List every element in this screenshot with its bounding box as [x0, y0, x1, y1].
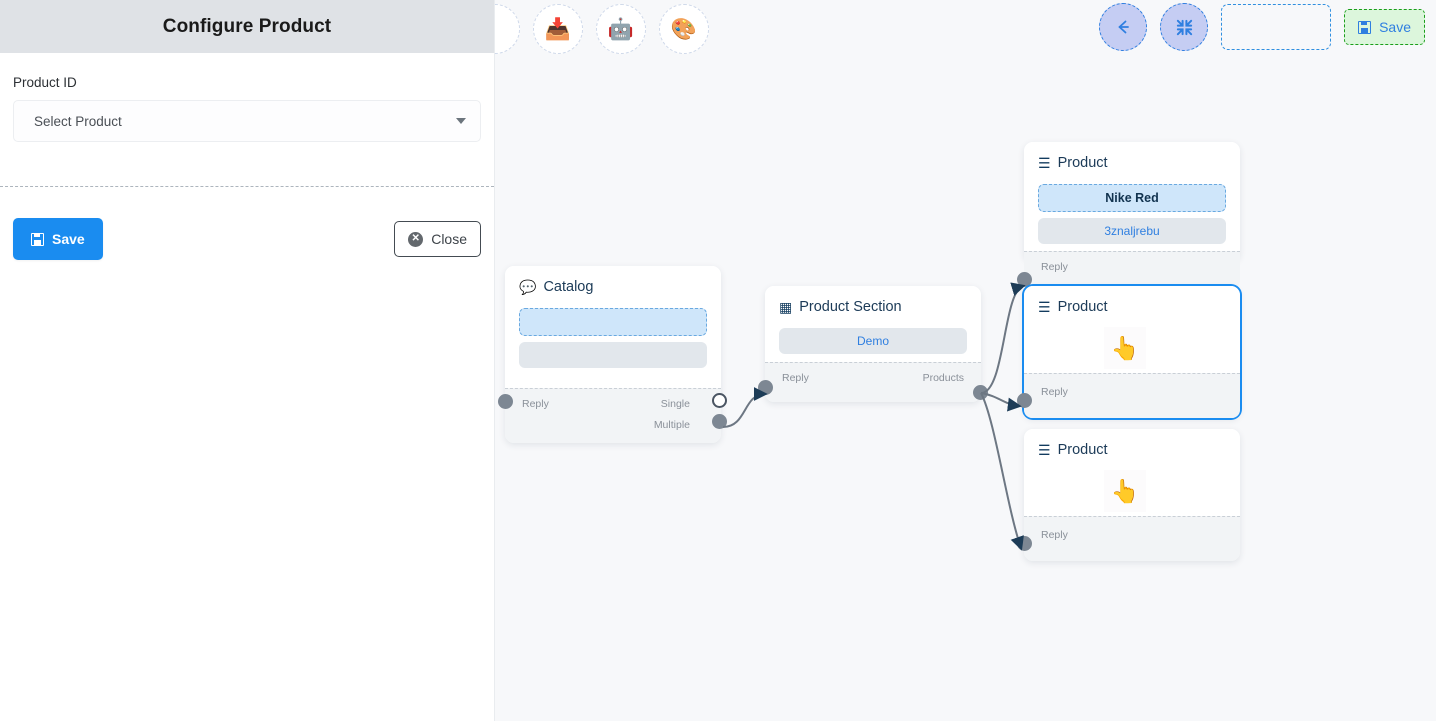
save-button-label: Save — [52, 231, 85, 247]
product-1-reply-port-label: Reply — [1041, 261, 1068, 273]
product-select[interactable]: Select Product — [13, 100, 481, 142]
list-lines-icon: ☰ — [1038, 299, 1051, 315]
pointer-cursor-icon: 👆 — [1104, 327, 1146, 369]
canvas-toolbar-left: 📥 🤖 🎨 — [495, 4, 709, 54]
node-catalog[interactable]: 💬 Catalog Reply Single Multiple — [498, 266, 727, 443]
node-product-section-title-text: Product Section — [799, 299, 902, 315]
configure-product-panel: Configure Product Product ID Select Prod… — [0, 0, 495, 721]
grid-table-icon: ▦ — [779, 299, 793, 315]
back-button[interactable] — [1099, 3, 1148, 51]
edge-section-to-product-3 — [980, 392, 1024, 551]
node-product-3[interactable]: ☰ Product 👆 Reply — [1017, 429, 1240, 561]
node-catalog-body: 💬 Catalog — [505, 266, 721, 388]
node-product-3-title-text: Product — [1057, 442, 1108, 458]
section-products-port[interactable] — [973, 385, 988, 400]
canvas-save-label: Save — [1379, 19, 1411, 35]
node-product-2-title-text: Product — [1057, 299, 1108, 315]
catalog-message-chip[interactable] — [519, 308, 707, 336]
node-product-1-title-text: Product — [1057, 155, 1108, 171]
palette-icon: 🎨 — [670, 17, 698, 41]
circle-x-icon: ✕ — [408, 231, 424, 247]
product-2-reply-port[interactable] — [1017, 393, 1032, 408]
canvas-save-button[interactable]: Save — [1344, 9, 1425, 45]
node-product-1-title: ☰ Product — [1038, 155, 1226, 171]
panel-header: Configure Product — [0, 0, 494, 53]
canvas-toolbar-right: Save — [1099, 3, 1425, 51]
tray-stack-tool-button[interactable]: 📥 — [533, 4, 583, 54]
catalog-single-port-label: Single — [660, 398, 690, 410]
product-1-name-chip[interactable]: Nike Red — [1038, 184, 1226, 212]
pointer-cursor-icon: 👆 — [1104, 470, 1146, 512]
section-reply-port[interactable] — [758, 380, 773, 395]
catalog-single-port[interactable] — [712, 393, 727, 408]
robot-tool-button[interactable]: 🤖 — [596, 4, 646, 54]
product-2-reply-port-label: Reply — [1041, 386, 1068, 398]
node-product-section-title: ▦ Product Section — [779, 299, 967, 315]
product-1-reply-port[interactable] — [1017, 272, 1032, 287]
node-product-1-body: ☰ Product Nike Red 3znaljrebu — [1024, 142, 1240, 251]
product-1-variant-chip[interactable]: 3znaljrebu — [1038, 218, 1226, 244]
node-catalog-title-text: Catalog — [543, 279, 594, 295]
floppy-disk-icon — [1358, 20, 1372, 34]
fit-view-button[interactable] — [1160, 3, 1209, 51]
save-button[interactable]: Save — [13, 218, 103, 260]
list-lines-icon: ☰ — [1038, 442, 1051, 458]
node-catalog-title: 💬 Catalog — [519, 279, 707, 295]
product-3-reply-port-label: Reply — [1041, 529, 1068, 541]
chevron-down-icon — [456, 118, 466, 124]
flow-canvas[interactable]: 📥 🤖 🎨 — [495, 0, 1436, 721]
close-button-label: Close — [431, 231, 467, 247]
product-section-demo-chip[interactable]: Demo — [779, 328, 967, 354]
product-id-label: Product ID — [13, 75, 77, 90]
tray-stack-icon: 📥 — [544, 17, 572, 41]
node-product-3-body: ☰ Product 👆 — [1024, 429, 1240, 516]
tool-button-partial[interactable] — [495, 4, 520, 54]
node-product-section-footer: Reply Products — [765, 362, 981, 402]
catalog-reply-port-label: Reply — [522, 398, 549, 410]
node-product-2-footer: Reply — [1024, 373, 1240, 418]
node-product-1[interactable]: ☰ Product Nike Red 3znaljrebu Reply — [1017, 142, 1240, 289]
section-reply-port-label: Reply — [782, 372, 809, 384]
catalog-option-chip[interactable] — [519, 342, 707, 368]
edge-catalog-to-section — [722, 387, 768, 428]
node-product-section[interactable]: ▦ Product Section Demo Reply Products — [758, 286, 988, 402]
list-lines-icon: ☰ — [1038, 155, 1051, 171]
panel-body: Product ID Select Product — [0, 53, 494, 142]
product-select-value: Select Product — [34, 113, 122, 129]
product-3-reply-port[interactable] — [1017, 536, 1032, 551]
catalog-multiple-port-label: Multiple — [653, 419, 690, 431]
arrow-left-icon — [1118, 20, 1129, 34]
node-product-2-body: ☰ Product 👆 — [1024, 286, 1240, 373]
floppy-disk-icon — [31, 232, 44, 246]
section-products-port-label: Products — [922, 372, 964, 384]
catalog-multiple-port[interactable] — [712, 414, 727, 429]
node-product-1-footer: Reply — [1024, 251, 1240, 289]
node-product-2[interactable]: ☰ Product 👆 Reply — [1017, 286, 1240, 418]
panel-actions: Save ✕ Close — [0, 186, 494, 276]
node-product-2-title: ☰ Product — [1038, 299, 1226, 315]
node-product-section-body: ▦ Product Section Demo — [765, 286, 981, 362]
palette-tool-button[interactable]: 🎨 — [659, 4, 709, 54]
node-product-3-title: ☰ Product — [1038, 442, 1226, 458]
robot-icon: 🤖 — [607, 17, 635, 41]
close-button[interactable]: ✕ Close — [394, 221, 481, 257]
compress-icon — [1176, 19, 1192, 35]
toolbar-placeholder-slot[interactable] — [1221, 4, 1332, 50]
node-catalog-footer: Reply Single Multiple — [505, 388, 721, 443]
catalog-reply-port[interactable] — [498, 394, 513, 409]
panel-divider — [0, 186, 494, 187]
page-title: Configure Product — [162, 15, 332, 37]
edge-section-to-product-1 — [980, 282, 1026, 394]
node-product-3-footer: Reply — [1024, 516, 1240, 561]
chat-bubble-icon: 💬 — [519, 279, 537, 295]
